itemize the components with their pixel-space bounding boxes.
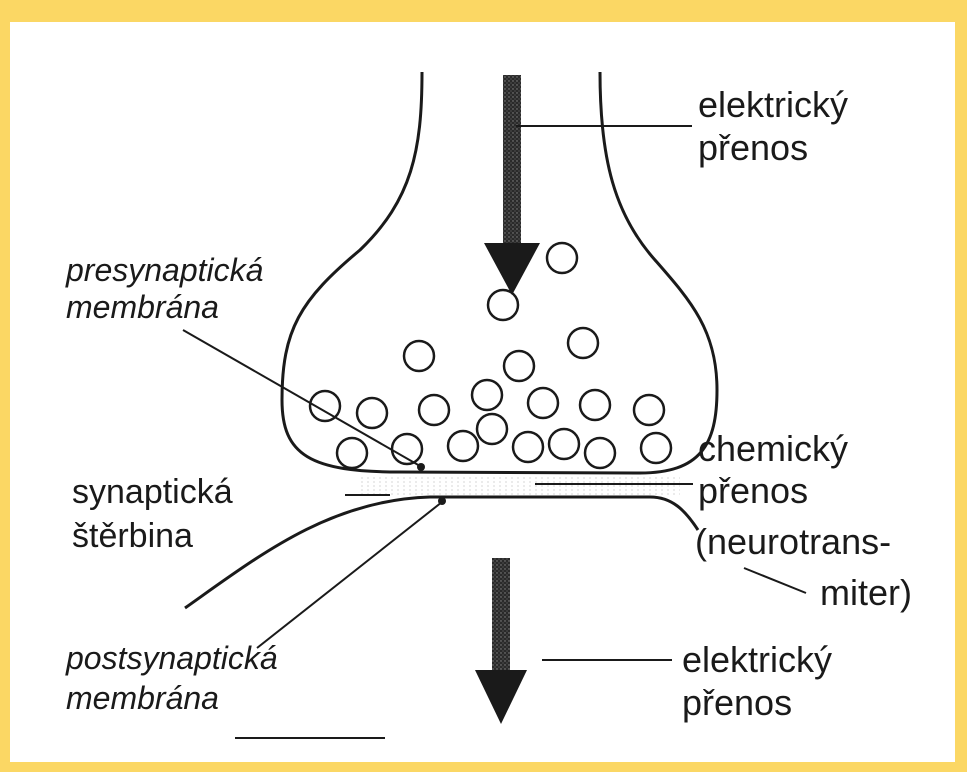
vesicle (568, 328, 598, 358)
vesicle (580, 390, 610, 420)
vesicle (528, 388, 558, 418)
label-line: miter) (820, 572, 912, 613)
label-line: elektrický (682, 639, 832, 680)
vesicle (547, 243, 577, 273)
vesicle (513, 432, 543, 462)
vesicle (357, 398, 387, 428)
vesicle (585, 438, 615, 468)
postsynaptic-point (438, 497, 446, 505)
label-line: chemický (698, 428, 848, 469)
vesicle (337, 438, 367, 468)
label-line: přenos (698, 127, 808, 168)
label-line: štěrbina (72, 517, 193, 555)
vesicle (472, 380, 502, 410)
vesicle (448, 431, 478, 461)
vesicle (419, 395, 449, 425)
vesicle (504, 351, 534, 381)
vesicle (634, 395, 664, 425)
label-line: přenos (682, 682, 792, 723)
label-line: presynaptická (65, 252, 263, 288)
label-line: přenos (698, 470, 808, 511)
vesicle (549, 429, 579, 459)
vesicle (488, 290, 518, 320)
vesicle (641, 433, 671, 463)
presynaptic-point (417, 463, 425, 471)
vesicle (404, 341, 434, 371)
label-line: (neurotrans- (695, 521, 891, 562)
vesicle (477, 414, 507, 444)
label-line: membrána (66, 289, 219, 325)
label-line: synaptická (72, 473, 233, 511)
label-line: postsynaptická (65, 640, 278, 676)
label-line: elektrický (698, 84, 848, 125)
label-line: membrána (66, 680, 219, 716)
